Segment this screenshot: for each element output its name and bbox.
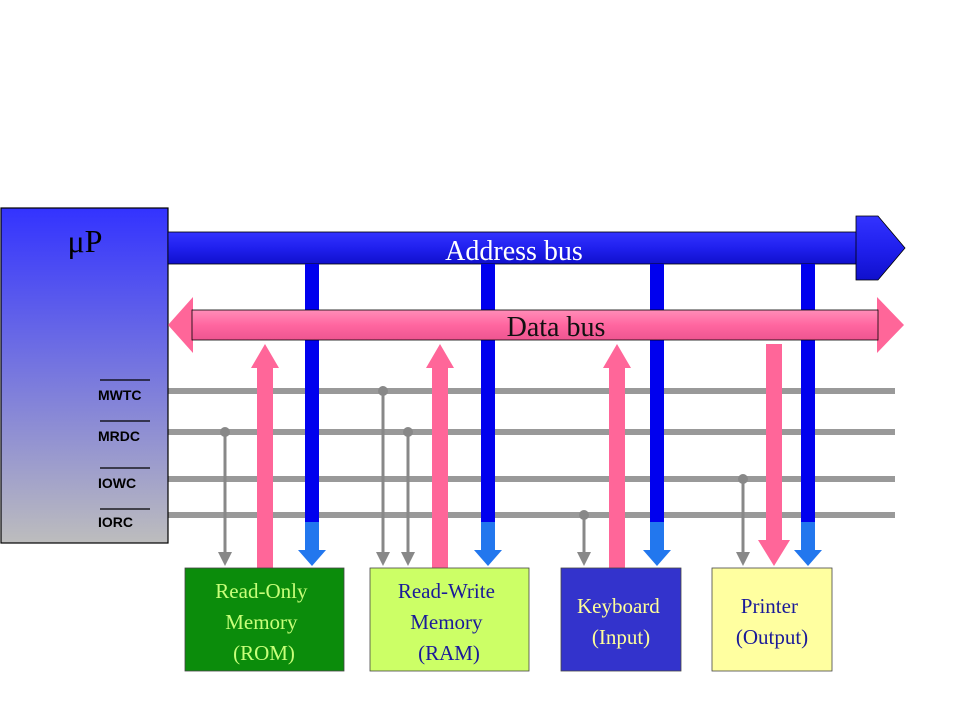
signal-label-iowc: IOWC xyxy=(98,475,136,491)
address-bus-body xyxy=(167,231,859,265)
processor-box xyxy=(0,207,169,544)
data-tap-keyboard-up xyxy=(603,344,631,568)
device-keyboard-line-1: Keyboard xyxy=(577,594,660,618)
device-keyboard-box xyxy=(560,567,682,672)
data-bus-arrowhead-right xyxy=(877,297,904,353)
data-bus: Data bus xyxy=(168,297,904,353)
data-taps xyxy=(251,344,790,568)
device-rom-label: Read-Only Memory (ROM) xyxy=(215,579,312,665)
device-keyboard: Keyboard (Input) xyxy=(560,567,682,672)
device-keyboard-label: Keyboard (Input) xyxy=(577,594,665,649)
control-signal-labels: MWTC MRDC IOWC IORC xyxy=(98,379,150,530)
device-keyboard-line-2: (Input) xyxy=(592,625,650,649)
address-bus: Address bus xyxy=(167,215,906,281)
device-rom-line-3: (ROM) xyxy=(233,641,295,665)
control-tap-ram-mrdc xyxy=(401,427,415,566)
device-ram: Read-Write Memory (RAM) xyxy=(369,567,530,672)
device-rom-box xyxy=(184,567,345,672)
control-tap-keyboard-iorc xyxy=(577,510,591,566)
device-ram-label: Read-Write Memory (RAM) xyxy=(398,579,500,665)
device-printer: Printer (Output) xyxy=(711,567,833,672)
device-printer-box xyxy=(711,567,833,672)
data-bus-label: Data bus xyxy=(507,312,606,343)
device-printer-label: Printer (Output) xyxy=(736,594,808,649)
control-tap-printer-iowc xyxy=(736,474,750,566)
device-printer-line-1: Printer xyxy=(741,594,798,618)
data-tap-printer-down xyxy=(758,344,790,566)
control-tap-rom-mrdc xyxy=(218,427,232,566)
device-ram-line-2: Memory xyxy=(410,610,483,634)
address-tap-printer xyxy=(794,264,822,566)
signal-label-mrdc: MRDC xyxy=(98,428,140,444)
device-rom-line-1: Read-Only xyxy=(215,579,308,603)
address-tap-keyboard xyxy=(643,264,671,566)
address-bus-label: Address bus xyxy=(445,236,583,267)
data-bus-body xyxy=(191,309,879,341)
address-bus-arrowhead xyxy=(855,215,906,281)
signal-label-iorc: IORC xyxy=(98,514,133,530)
control-taps xyxy=(218,386,750,566)
control-lines xyxy=(165,388,895,518)
control-tap-ram-mwtc xyxy=(376,386,390,566)
processor-label: μP xyxy=(68,223,103,259)
data-tap-ram-up xyxy=(426,344,454,568)
device-rom-line-2: Memory xyxy=(225,610,298,634)
address-tap-rom xyxy=(298,264,326,566)
signal-label-mwtc: MWTC xyxy=(98,387,142,403)
device-ram-box xyxy=(369,567,530,672)
address-tap-ram xyxy=(474,264,502,566)
device-ram-line-3: (RAM) xyxy=(418,641,480,665)
device-rom: Read-Only Memory (ROM) xyxy=(184,567,345,672)
device-ram-line-1: Read-Write xyxy=(398,579,495,603)
data-bus-arrowhead-left xyxy=(168,297,193,353)
data-tap-rom-up xyxy=(251,344,279,568)
device-printer-line-2: (Output) xyxy=(736,625,808,649)
